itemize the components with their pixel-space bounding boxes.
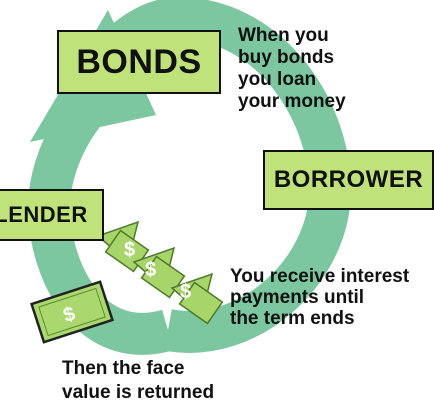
lender-label: LENDER [0,202,88,227]
bonds-label: BONDS [76,42,202,81]
lender-box: LENDER [0,189,104,241]
interest-arrow-3: $ [170,272,224,325]
dollar-sign-2: $ [145,259,156,281]
face-value-note: Then the face value is returned [62,358,215,403]
interest-note: You receive interest payments until the … [230,266,410,329]
cycle-arrow-right-arc [89,0,352,353]
bonds-box: BONDS [57,30,221,94]
dollar-sign-1: $ [124,239,135,261]
dollar-bill-icon: $ [30,280,114,344]
loan-note: When you buy bonds you loan your money [238,25,346,112]
dollar-sign-3: $ [180,281,191,303]
borrower-label: BORROWER [273,166,424,193]
borrower-box: BORROWER [263,150,434,210]
